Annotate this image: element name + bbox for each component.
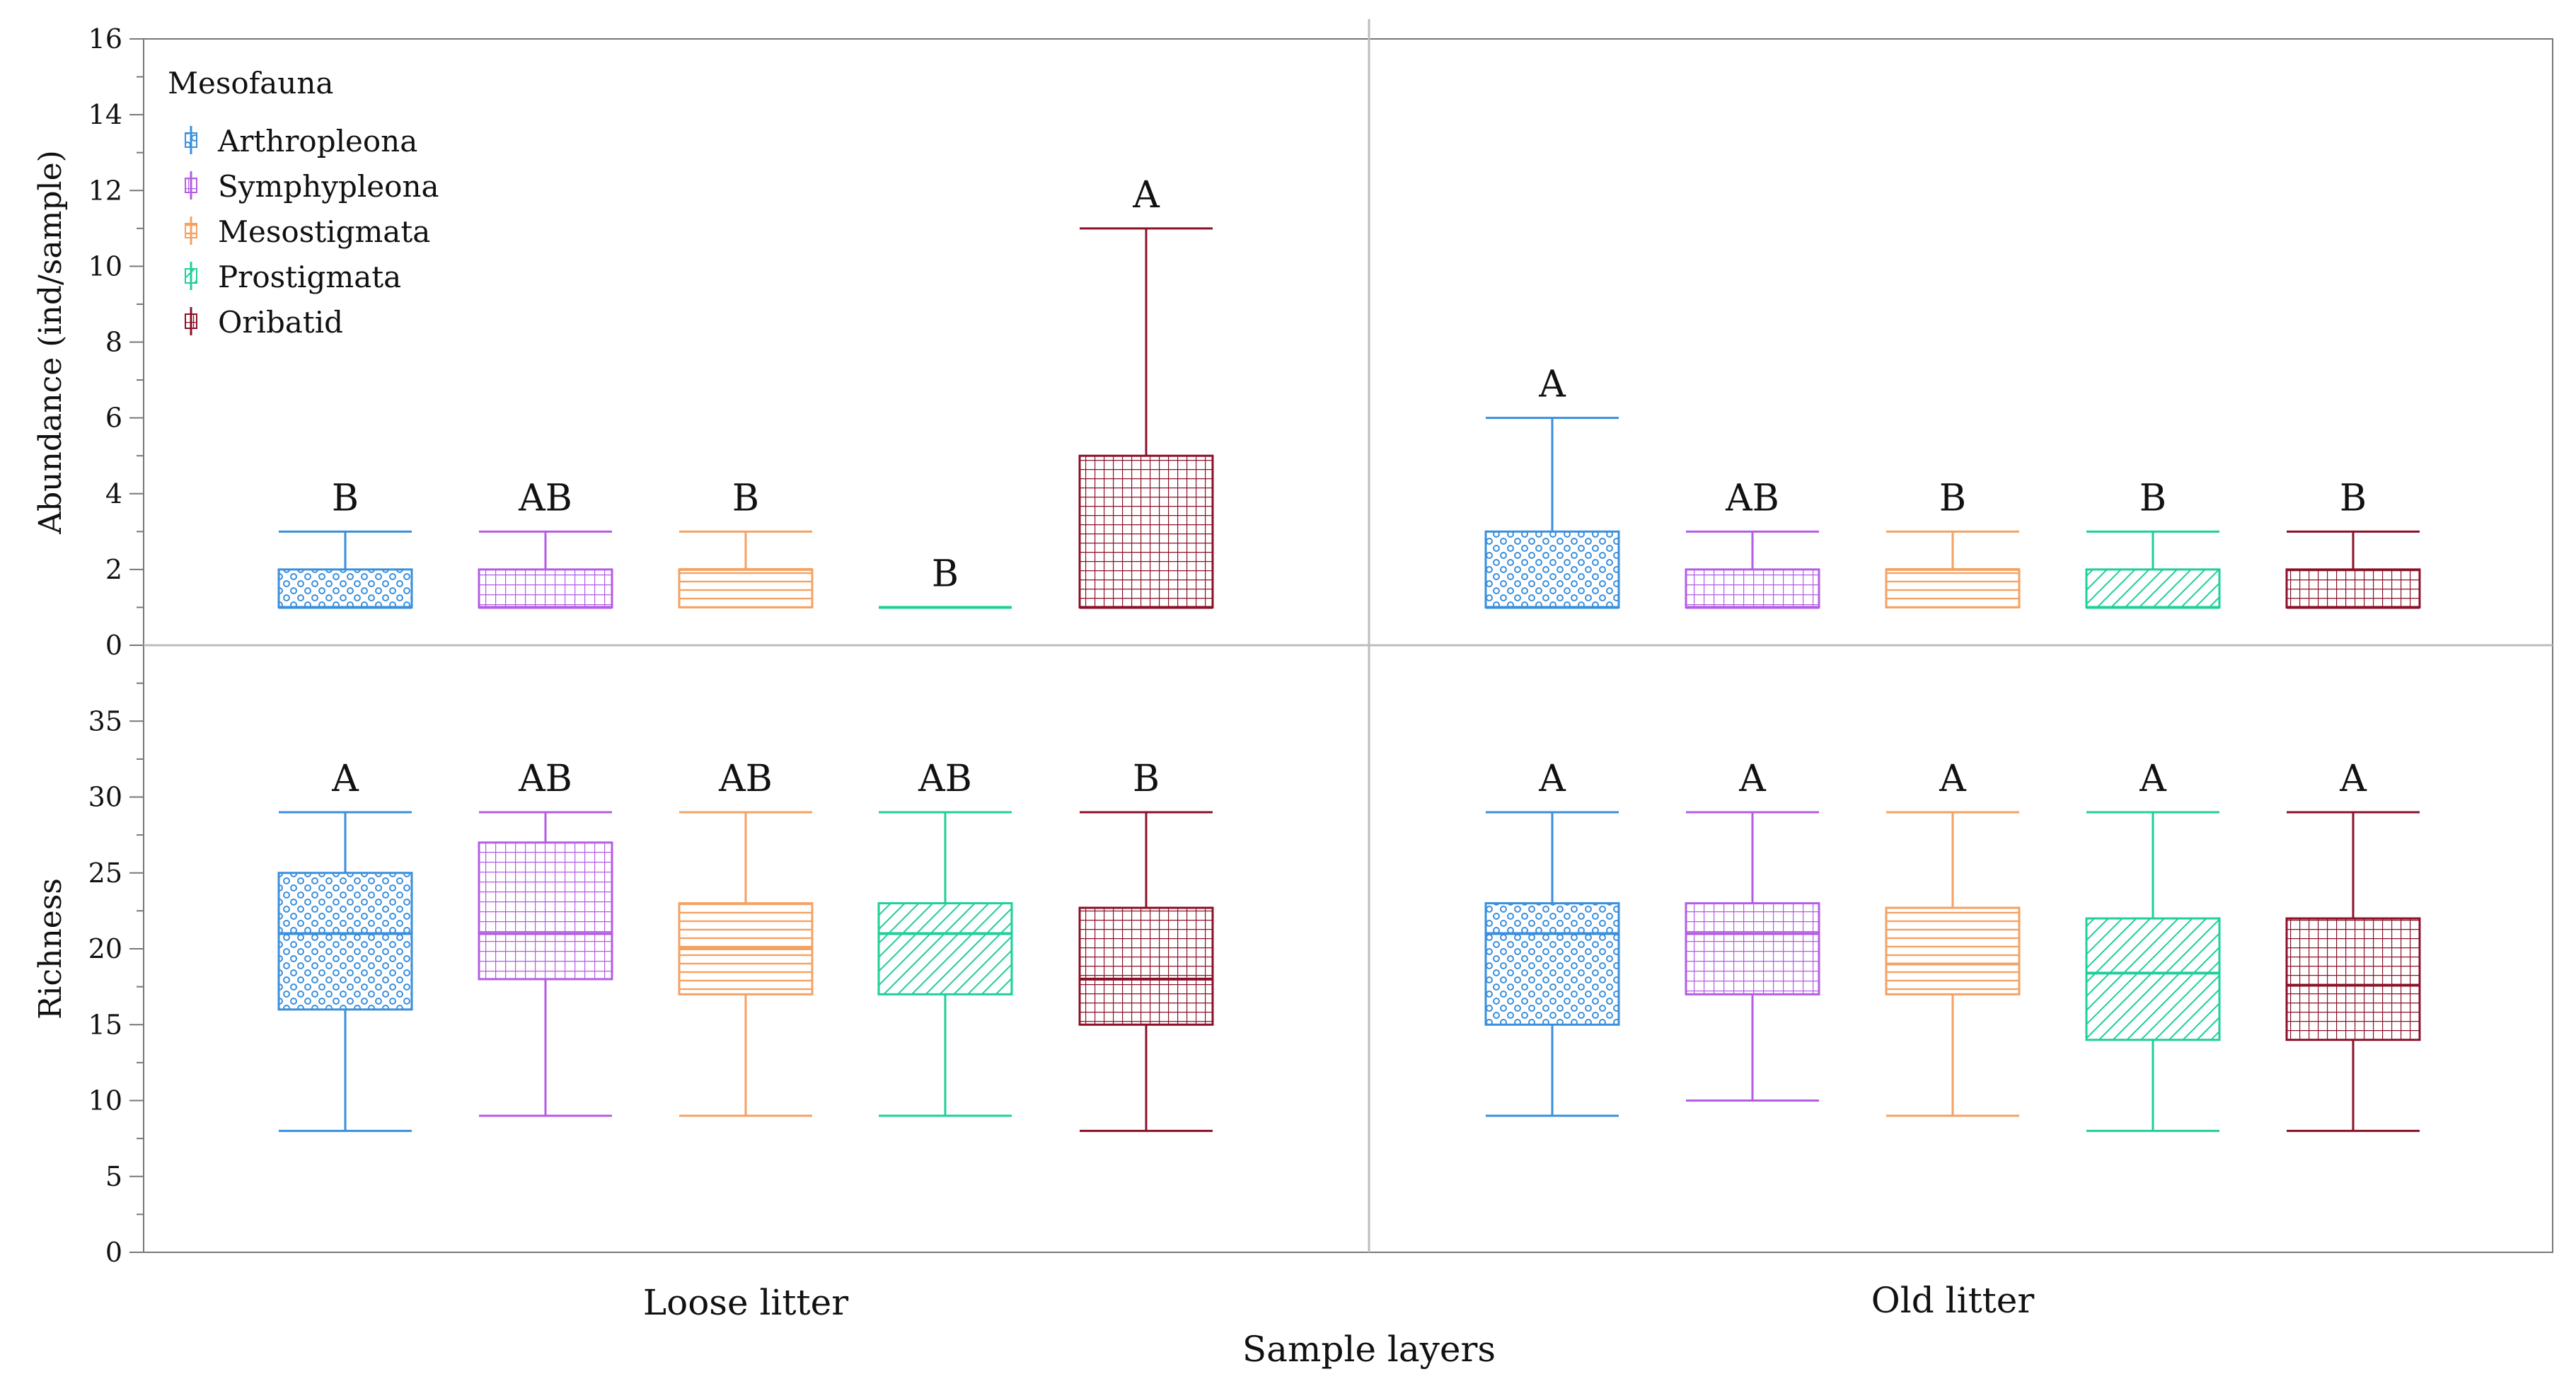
y-tick-label: 0 bbox=[105, 1237, 122, 1268]
significance-letter: AB bbox=[518, 477, 572, 519]
x-group-label-loose-litter: Loose litter bbox=[643, 1282, 848, 1323]
box-loose-litter-arthropleona bbox=[277, 811, 413, 1132]
legend-marker-prostigmata bbox=[185, 262, 197, 290]
box-loose-litter-prostigmata bbox=[877, 811, 1013, 1117]
significance-letter: B bbox=[2139, 477, 2166, 519]
box-loose-litter-symphypleona bbox=[478, 811, 613, 1117]
legend-marker-symphypleona bbox=[185, 171, 197, 200]
box-body bbox=[1885, 568, 2021, 608]
box-body bbox=[1484, 902, 1620, 1026]
box-body bbox=[678, 568, 814, 608]
box-body bbox=[1078, 454, 1214, 608]
box-old-litter-arthropleona bbox=[1484, 417, 1620, 609]
box-loose-litter-oribatid bbox=[1078, 811, 1214, 1132]
box-body bbox=[478, 841, 613, 981]
significance-letter: A bbox=[331, 758, 359, 800]
y-tick-label: 15 bbox=[88, 1009, 122, 1040]
box-old-litter-oribatid bbox=[2285, 530, 2421, 609]
box-body bbox=[1685, 902, 1820, 995]
significance-letter: A bbox=[1939, 758, 1967, 800]
significance-letter: B bbox=[1939, 477, 1966, 519]
y-tick-label: 4 bbox=[105, 478, 122, 509]
legend-label: Arthropleona bbox=[217, 124, 417, 158]
significance-letter: AB bbox=[518, 758, 572, 800]
box-old-litter-mesostigmata bbox=[1885, 530, 2021, 608]
box-loose-litter-symphypleona bbox=[478, 530, 613, 609]
y-axis-title: Richness bbox=[33, 878, 69, 1020]
box-body bbox=[1685, 568, 1820, 608]
significance-letter: A bbox=[1738, 758, 1767, 800]
significance-letter: AB bbox=[718, 758, 773, 800]
significance-letter: B bbox=[332, 477, 359, 519]
box-body bbox=[1078, 906, 1214, 1026]
legend-label: Mesostigmata bbox=[218, 214, 430, 249]
y-tick-label: 35 bbox=[88, 705, 122, 737]
significance-letter: B bbox=[732, 477, 759, 519]
box-body bbox=[1484, 530, 1620, 608]
box-body bbox=[478, 568, 613, 608]
y-tick-label: 10 bbox=[88, 1085, 122, 1116]
y-tick-label: 8 bbox=[105, 327, 122, 358]
box-loose-litter-arthropleona bbox=[277, 530, 413, 609]
significance-letter: A bbox=[1538, 364, 1566, 406]
y-tick-label: 0 bbox=[105, 630, 122, 661]
y-tick-label: 5 bbox=[105, 1161, 122, 1192]
legend-label: Prostigmata bbox=[218, 260, 401, 294]
box-body bbox=[877, 902, 1013, 995]
box-body bbox=[277, 568, 413, 608]
significance-letter: AB bbox=[918, 758, 972, 800]
box-old-litter-oribatid bbox=[2285, 811, 2421, 1132]
y-tick-label: 2 bbox=[105, 554, 122, 585]
legend-label: Symphypleona bbox=[218, 169, 439, 204]
box-loose-litter-oribatid bbox=[1078, 227, 1214, 609]
significance-letter: B bbox=[932, 553, 959, 595]
y-tick-label: 6 bbox=[105, 403, 122, 434]
significance-letter: B bbox=[1133, 758, 1160, 800]
y-tick-label: 20 bbox=[88, 933, 122, 964]
box-body bbox=[2285, 917, 2421, 1041]
box-old-litter-arthropleona bbox=[1484, 811, 1620, 1117]
y-tick-label: 14 bbox=[88, 99, 122, 130]
x-group-label-old-litter: Old litter bbox=[1871, 1280, 2035, 1321]
legend-title: Mesofauna bbox=[168, 66, 333, 100]
box-loose-litter-mesostigmata bbox=[678, 530, 814, 608]
significance-letter: A bbox=[1538, 758, 1566, 800]
y-tick-label: 12 bbox=[88, 175, 122, 206]
significance-letter: AB bbox=[1725, 477, 1779, 519]
significance-letter: A bbox=[1132, 174, 1160, 217]
y-axis-title: Abundance (ind/sample) bbox=[33, 150, 69, 535]
box-body bbox=[2085, 917, 2221, 1041]
legend-marker-oribatid bbox=[185, 307, 197, 335]
box-body bbox=[2285, 568, 2421, 608]
y-tick-label: 25 bbox=[88, 858, 122, 889]
y-tick-label: 16 bbox=[88, 23, 122, 54]
box-old-litter-symphypleona bbox=[1685, 530, 1820, 609]
legend-marker-arthropleona bbox=[185, 126, 197, 154]
legend-marker-mesostigmata bbox=[185, 217, 197, 245]
y-tick-label: 30 bbox=[88, 782, 122, 813]
box-body bbox=[277, 872, 413, 1011]
box-loose-litter-mesostigmata bbox=[678, 811, 814, 1117]
legend: MesofaunaArthropleonaSymphypleonaMesosti… bbox=[168, 66, 439, 340]
y-tick-label: 10 bbox=[88, 250, 122, 282]
box-body bbox=[1885, 906, 2021, 995]
box-old-litter-symphypleona bbox=[1685, 811, 1820, 1102]
x-axis-title: Sample layers bbox=[1242, 1329, 1496, 1370]
box-old-litter-mesostigmata bbox=[1885, 811, 2021, 1117]
legend-label: Oribatid bbox=[218, 305, 343, 340]
significance-letter: B bbox=[2340, 477, 2367, 519]
significance-letter: A bbox=[2139, 758, 2167, 800]
box-old-litter-prostigmata bbox=[2085, 811, 2221, 1132]
significance-letter: A bbox=[2339, 758, 2367, 800]
box-body bbox=[2085, 568, 2221, 608]
box-old-litter-prostigmata bbox=[2085, 530, 2221, 609]
